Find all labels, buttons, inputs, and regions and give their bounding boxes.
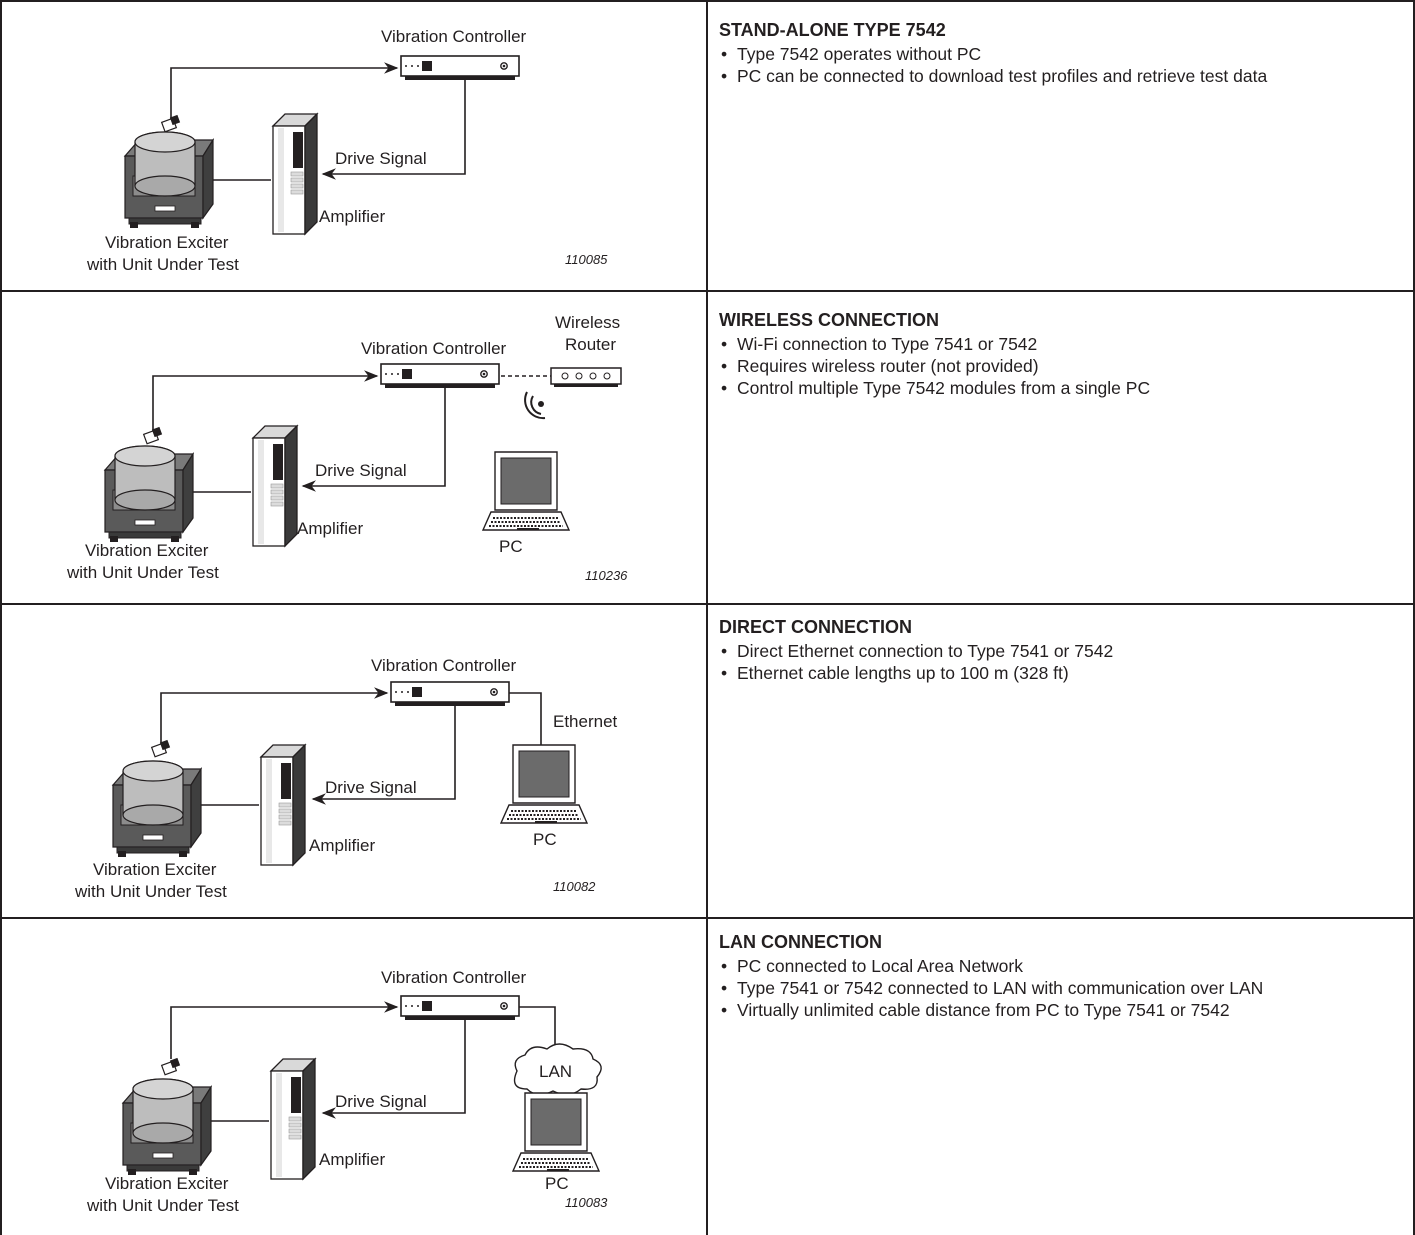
bullet-item: Control multiple Type 7542 modules from … <box>719 377 1409 399</box>
bullet-list: Wi-Fi connection to Type 7541 or 7542 Re… <box>719 333 1409 399</box>
bullet-item: PC can be connected to download test pro… <box>719 65 1409 87</box>
label-amplifier: Amplifier <box>319 1150 385 1169</box>
label-exciter-line1: Vibration Exciter <box>85 541 209 560</box>
label-drive-signal: Drive Signal <box>325 778 417 797</box>
vibration-exciter-icon <box>113 761 201 857</box>
label-exciter-line2: with Unit Under Test <box>86 255 239 274</box>
bullet-list: PC connected to Local Area Network Type … <box>719 955 1409 1021</box>
heading-lan: LAN CONNECTION <box>719 932 1409 953</box>
pc-laptop-icon <box>501 745 587 823</box>
bullet-list: Direct Ethernet connection to Type 7541 … <box>719 640 1409 684</box>
panel-direct: Vibration Controller Ethernet Drive Sign… <box>1 605 707 917</box>
amplifier-icon <box>261 745 305 865</box>
bullet-item: Type 7541 or 7542 connected to LAN with … <box>719 977 1409 999</box>
accelerometer-icon <box>144 427 162 444</box>
label-drive-signal: Drive Signal <box>335 1092 427 1111</box>
lan-cable <box>519 1007 555 1053</box>
vibration-exciter-icon <box>105 446 193 542</box>
label-exciter-line1: Vibration Exciter <box>105 233 229 252</box>
accelerometer-icon <box>152 740 170 757</box>
label-drive-signal: Drive Signal <box>315 461 407 480</box>
figure-id: 110083 <box>565 1195 608 1210</box>
sensor-wire <box>171 68 397 120</box>
label-pc: PC <box>533 830 557 849</box>
bullet-item: Virtually unlimited cable distance from … <box>719 999 1409 1021</box>
label-amplifier: Amplifier <box>319 207 385 226</box>
heading-wireless: WIRELESS CONNECTION <box>719 310 1409 331</box>
bullet-item: Ethernet cable lengths up to 100 m (328 … <box>719 662 1409 684</box>
panel-lan: Vibration Controller LAN Drive Signal Am… <box>1 919 707 1235</box>
diagram-wireless: Vibration Controller Wireless Router Dri… <box>1 292 707 603</box>
sensor-wire <box>153 376 377 432</box>
label-exciter-line1: Vibration Exciter <box>105 1174 229 1193</box>
pc-laptop-icon <box>513 1093 599 1171</box>
label-lan: LAN <box>539 1062 572 1081</box>
description-wireless: WIRELESS CONNECTION Wi-Fi connection to … <box>719 310 1409 399</box>
figure-id: 110236 <box>585 568 628 583</box>
label-pc: PC <box>499 537 523 556</box>
diagram-stand-alone: Vibration Controller Drive Signal Amplif… <box>1 2 707 290</box>
bullet-item: Requires wireless router (not provided) <box>719 355 1409 377</box>
amplifier-icon <box>271 1059 315 1179</box>
bullet-item: Type 7542 operates without PC <box>719 43 1409 65</box>
sensor-wire <box>161 693 387 743</box>
figure-id: 110082 <box>553 879 596 894</box>
accelerometer-icon <box>162 115 180 132</box>
label-amplifier: Amplifier <box>297 519 363 538</box>
label-controller: Vibration Controller <box>381 27 527 46</box>
amplifier-icon <box>253 426 297 546</box>
controller-icon <box>401 56 519 80</box>
label-drive-signal: Drive Signal <box>335 149 427 168</box>
vibration-exciter-icon <box>123 1079 211 1175</box>
label-controller: Vibration Controller <box>361 339 507 358</box>
label-controller: Vibration Controller <box>381 968 527 987</box>
accelerometer-icon <box>162 1058 180 1075</box>
label-router-line1: Wireless <box>555 313 620 332</box>
description-direct: DIRECT CONNECTION Direct Ethernet connec… <box>719 617 1409 684</box>
panel-wireless: Vibration Controller Wireless Router Dri… <box>1 292 707 603</box>
label-router-line2: Router <box>565 335 616 354</box>
label-exciter-line2: with Unit Under Test <box>86 1196 239 1215</box>
bullet-item: Wi-Fi connection to Type 7541 or 7542 <box>719 333 1409 355</box>
bullet-list: Type 7542 operates without PC PC can be … <box>719 43 1409 87</box>
diagram-lan: Vibration Controller LAN Drive Signal Am… <box>1 919 707 1235</box>
ethernet-cable <box>509 693 541 745</box>
label-exciter-line2: with Unit Under Test <box>66 563 219 582</box>
label-pc: PC <box>545 1174 569 1193</box>
diagram-direct: Vibration Controller Ethernet Drive Sign… <box>1 605 707 917</box>
label-amplifier: Amplifier <box>309 836 375 855</box>
label-exciter-line1: Vibration Exciter <box>93 860 217 879</box>
bullet-item: PC connected to Local Area Network <box>719 955 1409 977</box>
controller-icon <box>381 364 499 388</box>
bullet-item: Direct Ethernet connection to Type 7541 … <box>719 640 1409 662</box>
figure-id: 110085 <box>565 252 608 267</box>
description-lan: LAN CONNECTION PC connected to Local Are… <box>719 932 1409 1021</box>
label-ethernet: Ethernet <box>553 712 618 731</box>
amplifier-icon <box>273 114 317 234</box>
label-controller: Vibration Controller <box>371 656 517 675</box>
wifi-icon <box>525 392 545 418</box>
label-exciter-line2: with Unit Under Test <box>74 882 227 901</box>
description-stand-alone: STAND-ALONE TYPE 7542 Type 7542 operates… <box>719 20 1409 87</box>
controller-icon <box>391 682 509 706</box>
vibration-exciter-icon <box>125 132 213 228</box>
panel-stand-alone: Vibration Controller Drive Signal Amplif… <box>1 2 707 290</box>
controller-icon <box>401 996 519 1020</box>
pc-laptop-icon <box>483 452 569 530</box>
wireless-router-icon <box>551 368 621 387</box>
sensor-wire <box>171 1007 397 1059</box>
heading-direct: DIRECT CONNECTION <box>719 617 1409 638</box>
heading-stand-alone: STAND-ALONE TYPE 7542 <box>719 20 1409 41</box>
